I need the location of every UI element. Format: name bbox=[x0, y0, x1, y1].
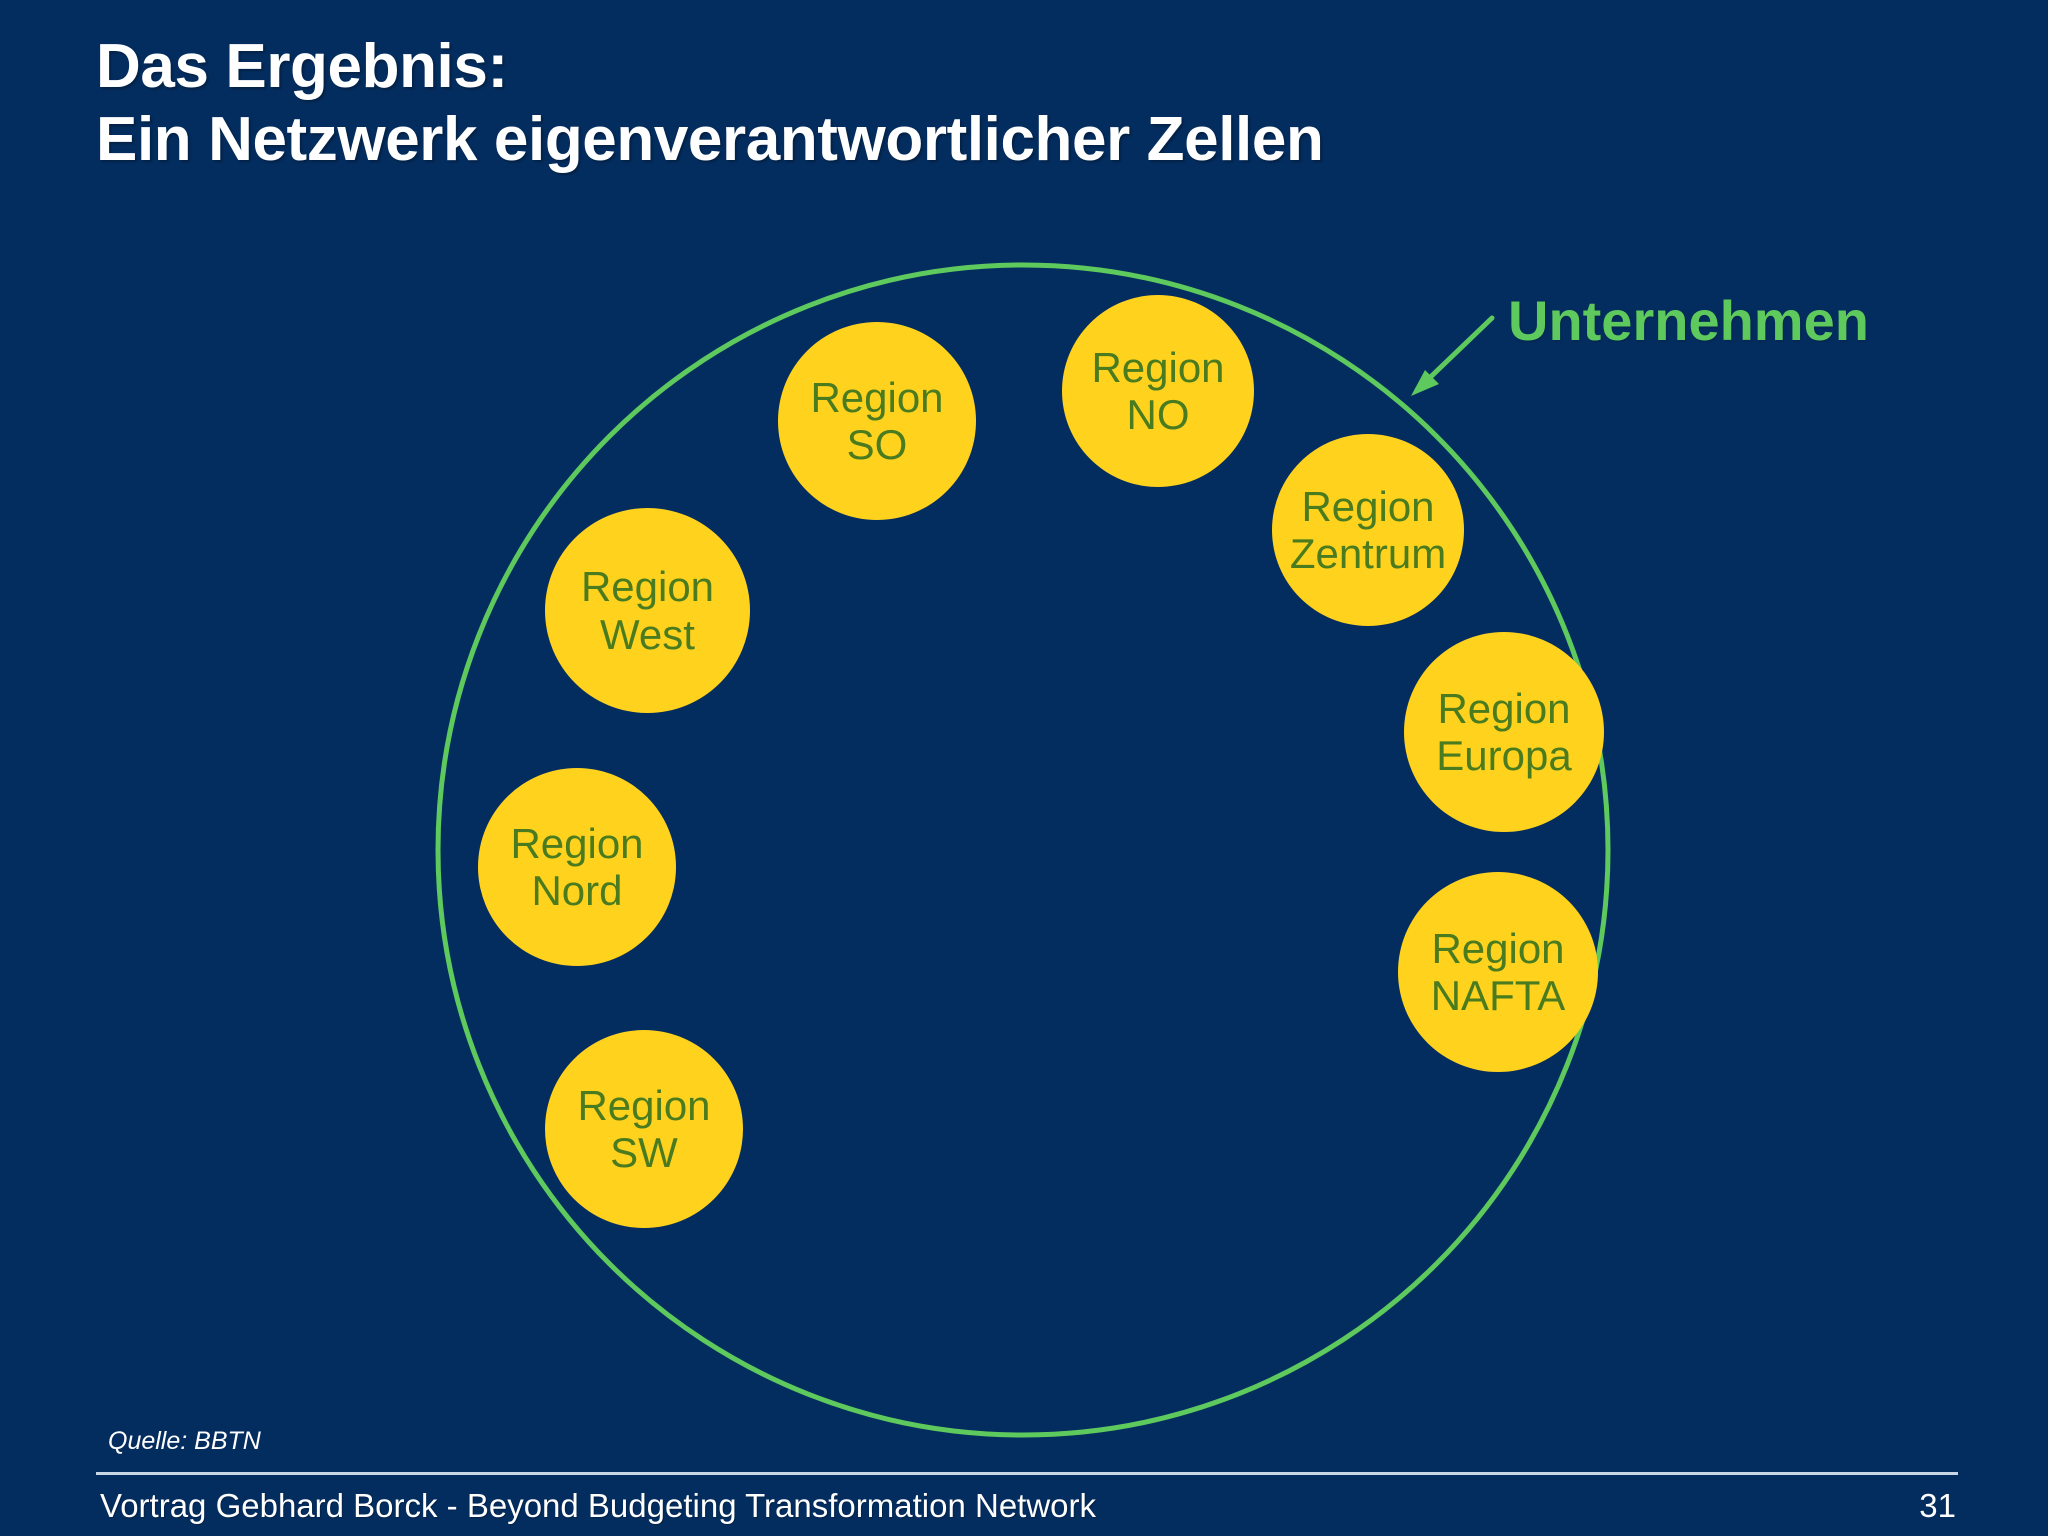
cell-label-line1: Region bbox=[1437, 684, 1571, 732]
cell-label-line1: Region bbox=[510, 819, 644, 867]
cell-region-europa[interactable]: Region Europa bbox=[1404, 632, 1604, 832]
company-boundary-label: Unternehmen bbox=[1508, 289, 1869, 352]
cell-region-zentrum[interactable]: Region Zentrum bbox=[1272, 434, 1464, 626]
cell-label-line2: Nord bbox=[531, 867, 623, 914]
cell-label-line1: Region bbox=[577, 1081, 711, 1129]
cell-region-nafta[interactable]: Region NAFTA bbox=[1398, 872, 1598, 1072]
company-boundary-ellipse bbox=[435, 262, 1611, 1438]
cell-label-line1: Region bbox=[1091, 343, 1225, 391]
callout-arrow-icon bbox=[1411, 315, 1495, 396]
cell-label-line2: NAFTA bbox=[1430, 972, 1566, 1019]
footer-divider bbox=[96, 1472, 1958, 1475]
cell-label-line2: SO bbox=[846, 421, 908, 468]
source-note: Quelle: BBTN bbox=[108, 1427, 261, 1455]
page-title: Das Ergebnis: Ein Netzwerk eigenverantwo… bbox=[96, 30, 1796, 176]
cell-region-nord[interactable]: Region Nord bbox=[478, 768, 676, 966]
cell-region-so[interactable]: Region SO bbox=[778, 322, 976, 520]
cell-label-line1: Region bbox=[1431, 924, 1565, 972]
cell-region-west[interactable]: Region West bbox=[545, 508, 750, 713]
cell-region-no[interactable]: Region NO bbox=[1062, 295, 1254, 487]
cell-label-line2: Zentrum bbox=[1289, 530, 1447, 577]
cell-label-line2: West bbox=[600, 610, 695, 658]
footer-text: Vortrag Gebhard Borck - Beyond Budgeting… bbox=[100, 1487, 1097, 1524]
cell-region-sw[interactable]: Region SW bbox=[545, 1030, 743, 1228]
cell-label-line1: Region bbox=[1301, 482, 1435, 530]
title-line-2: Ein Netzwerk eigenverantwortlicher Zelle… bbox=[96, 105, 1324, 175]
cell-label-line1: Region bbox=[580, 563, 715, 611]
cell-label-line2: SW bbox=[610, 1129, 678, 1176]
cell-label-line2: Europa bbox=[1436, 732, 1572, 779]
title-line-1: Das Ergebnis: bbox=[96, 32, 508, 101]
cell-label-line1: Region bbox=[810, 373, 944, 421]
cell-label-line2: NO bbox=[1126, 391, 1190, 438]
page-number: 31 bbox=[1919, 1487, 1956, 1524]
